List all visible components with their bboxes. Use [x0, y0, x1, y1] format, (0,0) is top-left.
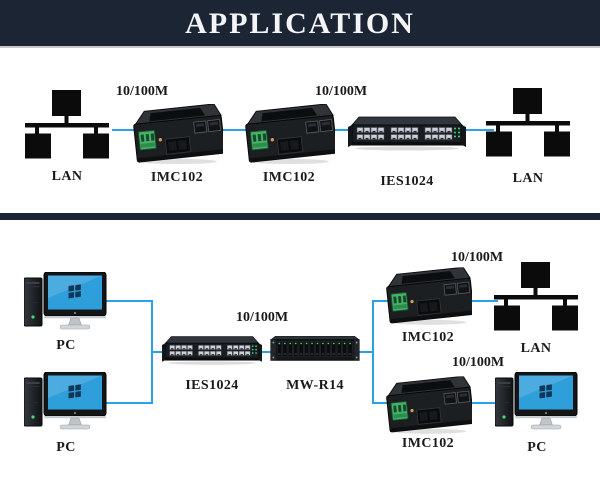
node-label: PC — [56, 440, 76, 455]
node-label: LAN — [512, 171, 544, 186]
link-line — [250, 351, 274, 353]
link-line — [208, 129, 248, 131]
node-label: LAN — [520, 341, 552, 356]
pc-icon — [24, 372, 108, 432]
node-label: IMC102 — [401, 330, 455, 345]
pc-node-2: PC — [24, 372, 108, 456]
media-converter-icon — [384, 267, 472, 327]
link-line — [352, 351, 374, 353]
link-line — [372, 402, 392, 404]
media-converter-icon — [384, 376, 472, 436]
node-label: LAN — [51, 169, 83, 184]
lan-icon — [494, 262, 578, 332]
link-line — [102, 300, 153, 302]
media-converter-icon — [243, 104, 335, 166]
switch-icon — [162, 334, 262, 366]
media-converter-node-3: IMC102 — [384, 267, 472, 346]
link-line — [456, 402, 498, 404]
pc-node-3: PC — [494, 372, 580, 456]
node-label: IMC102 — [401, 436, 455, 451]
link-speed-label: 10/100M — [235, 310, 289, 325]
media-converter-icon — [131, 104, 223, 166]
section-divider — [0, 213, 600, 220]
switch-node-bottom: IES1024 — [162, 334, 262, 394]
pc-node-1: PC — [24, 272, 108, 354]
node-label: IES1024 — [185, 378, 239, 393]
lan-icon — [25, 90, 109, 160]
link-line — [372, 300, 392, 302]
node-label: IES1024 — [380, 174, 434, 189]
link-speed-label: 10/100M — [450, 250, 504, 265]
node-label: MW-R14 — [286, 378, 344, 393]
link-line — [151, 351, 171, 353]
pc-icon — [24, 272, 108, 332]
link-line — [112, 129, 142, 131]
link-line — [324, 129, 354, 131]
rack-node-mwr14: MW-R14 — [266, 336, 364, 394]
lan-icon — [486, 88, 570, 158]
node-label: IMC102 — [262, 170, 316, 185]
pc-icon — [495, 372, 579, 432]
lan-node-bottom: LAN — [492, 262, 580, 357]
media-converter-node-2: IMC102 — [243, 104, 335, 186]
rack-icon — [267, 336, 363, 364]
link-line — [372, 300, 374, 404]
node-label: PC — [527, 440, 547, 455]
switch-icon — [348, 114, 466, 152]
lan-node-top-left: LAN — [23, 90, 111, 185]
node-label: IMC102 — [150, 170, 204, 185]
link-line — [456, 300, 498, 302]
link-line — [456, 129, 494, 131]
link-speed-label: 10/100M — [451, 355, 505, 370]
switch-node-top: IES1024 — [348, 114, 466, 190]
media-converter-node-1: IMC102 — [131, 104, 223, 186]
banner: APPLICATION — [0, 0, 600, 46]
node-label: PC — [56, 338, 76, 353]
link-speed-label: 10/100M — [314, 84, 368, 99]
media-converter-node-4: IMC102 — [384, 376, 472, 452]
lan-node-top-right: LAN — [484, 88, 572, 187]
link-line — [102, 402, 153, 404]
link-speed-label: 10/100M — [115, 84, 169, 99]
banner-title: APPLICATION — [185, 7, 415, 40]
